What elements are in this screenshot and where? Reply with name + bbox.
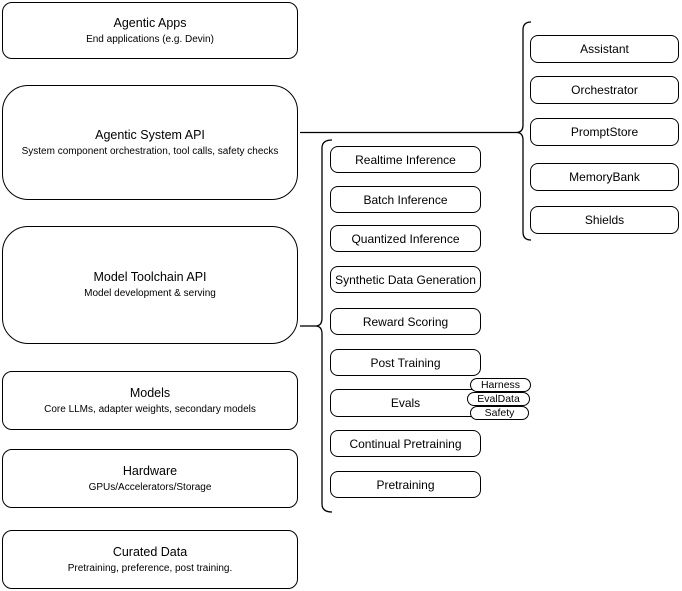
node-title: Model Toolchain API (93, 270, 207, 284)
node-subtitle: Pretraining, preference, post training. (67, 562, 233, 574)
node-models: Models Core LLMs, adapter weights, secon… (2, 371, 298, 430)
node-realtime-inference: Realtime Inference (330, 146, 481, 173)
node-agentic-apps: Agentic Apps End applications (e.g. Devi… (2, 2, 298, 59)
node-shields: Shields (530, 206, 679, 234)
tag-evaldata: EvalData (467, 392, 530, 406)
tag-safety: Safety (470, 406, 529, 420)
node-curated-data: Curated Data Pretraining, preference, po… (2, 530, 298, 589)
node-subtitle: Model development & serving (84, 288, 216, 299)
node-title: Curated Data (112, 544, 188, 559)
node-pretraining: Pretraining (330, 471, 481, 498)
node-continual-pretraining: Continual Pretraining (330, 430, 481, 457)
node-agentic-system-api: Agentic System API System component orch… (2, 85, 298, 200)
node-subtitle: End applications (e.g. Devin) (86, 33, 214, 45)
node-subtitle: GPUs/Accelerators/Storage (88, 481, 212, 493)
node-reward-scoring: Reward Scoring (330, 308, 481, 335)
node-title: Hardware (122, 463, 178, 478)
node-title: Agentic Apps (113, 15, 187, 30)
node-hardware: Hardware GPUs/Accelerators/Storage (2, 449, 298, 508)
node-synthetic-data-generation: Synthetic Data Generation (330, 266, 481, 293)
node-subtitle: Core LLMs, adapter weights, secondary mo… (44, 403, 256, 415)
node-batch-inference: Batch Inference (330, 186, 481, 213)
node-promptstore: PromptStore (530, 118, 679, 146)
tag-harness: Harness (470, 378, 531, 392)
brace-system-components (516, 21, 532, 241)
node-post-training: Post Training (330, 349, 481, 376)
node-title: Models (129, 385, 171, 400)
node-memorybank: MemoryBank (530, 163, 679, 191)
node-assistant: Assistant (530, 35, 679, 63)
node-title: Agentic System API (95, 127, 205, 142)
node-evals: Evals (330, 389, 481, 417)
node-subtitle: System component orchestration, tool cal… (21, 145, 279, 157)
node-quantized-inference: Quantized Inference (330, 225, 481, 252)
node-model-toolchain-api: Model Toolchain API Model development & … (2, 226, 298, 344)
node-orchestrator: Orchestrator (530, 76, 679, 104)
